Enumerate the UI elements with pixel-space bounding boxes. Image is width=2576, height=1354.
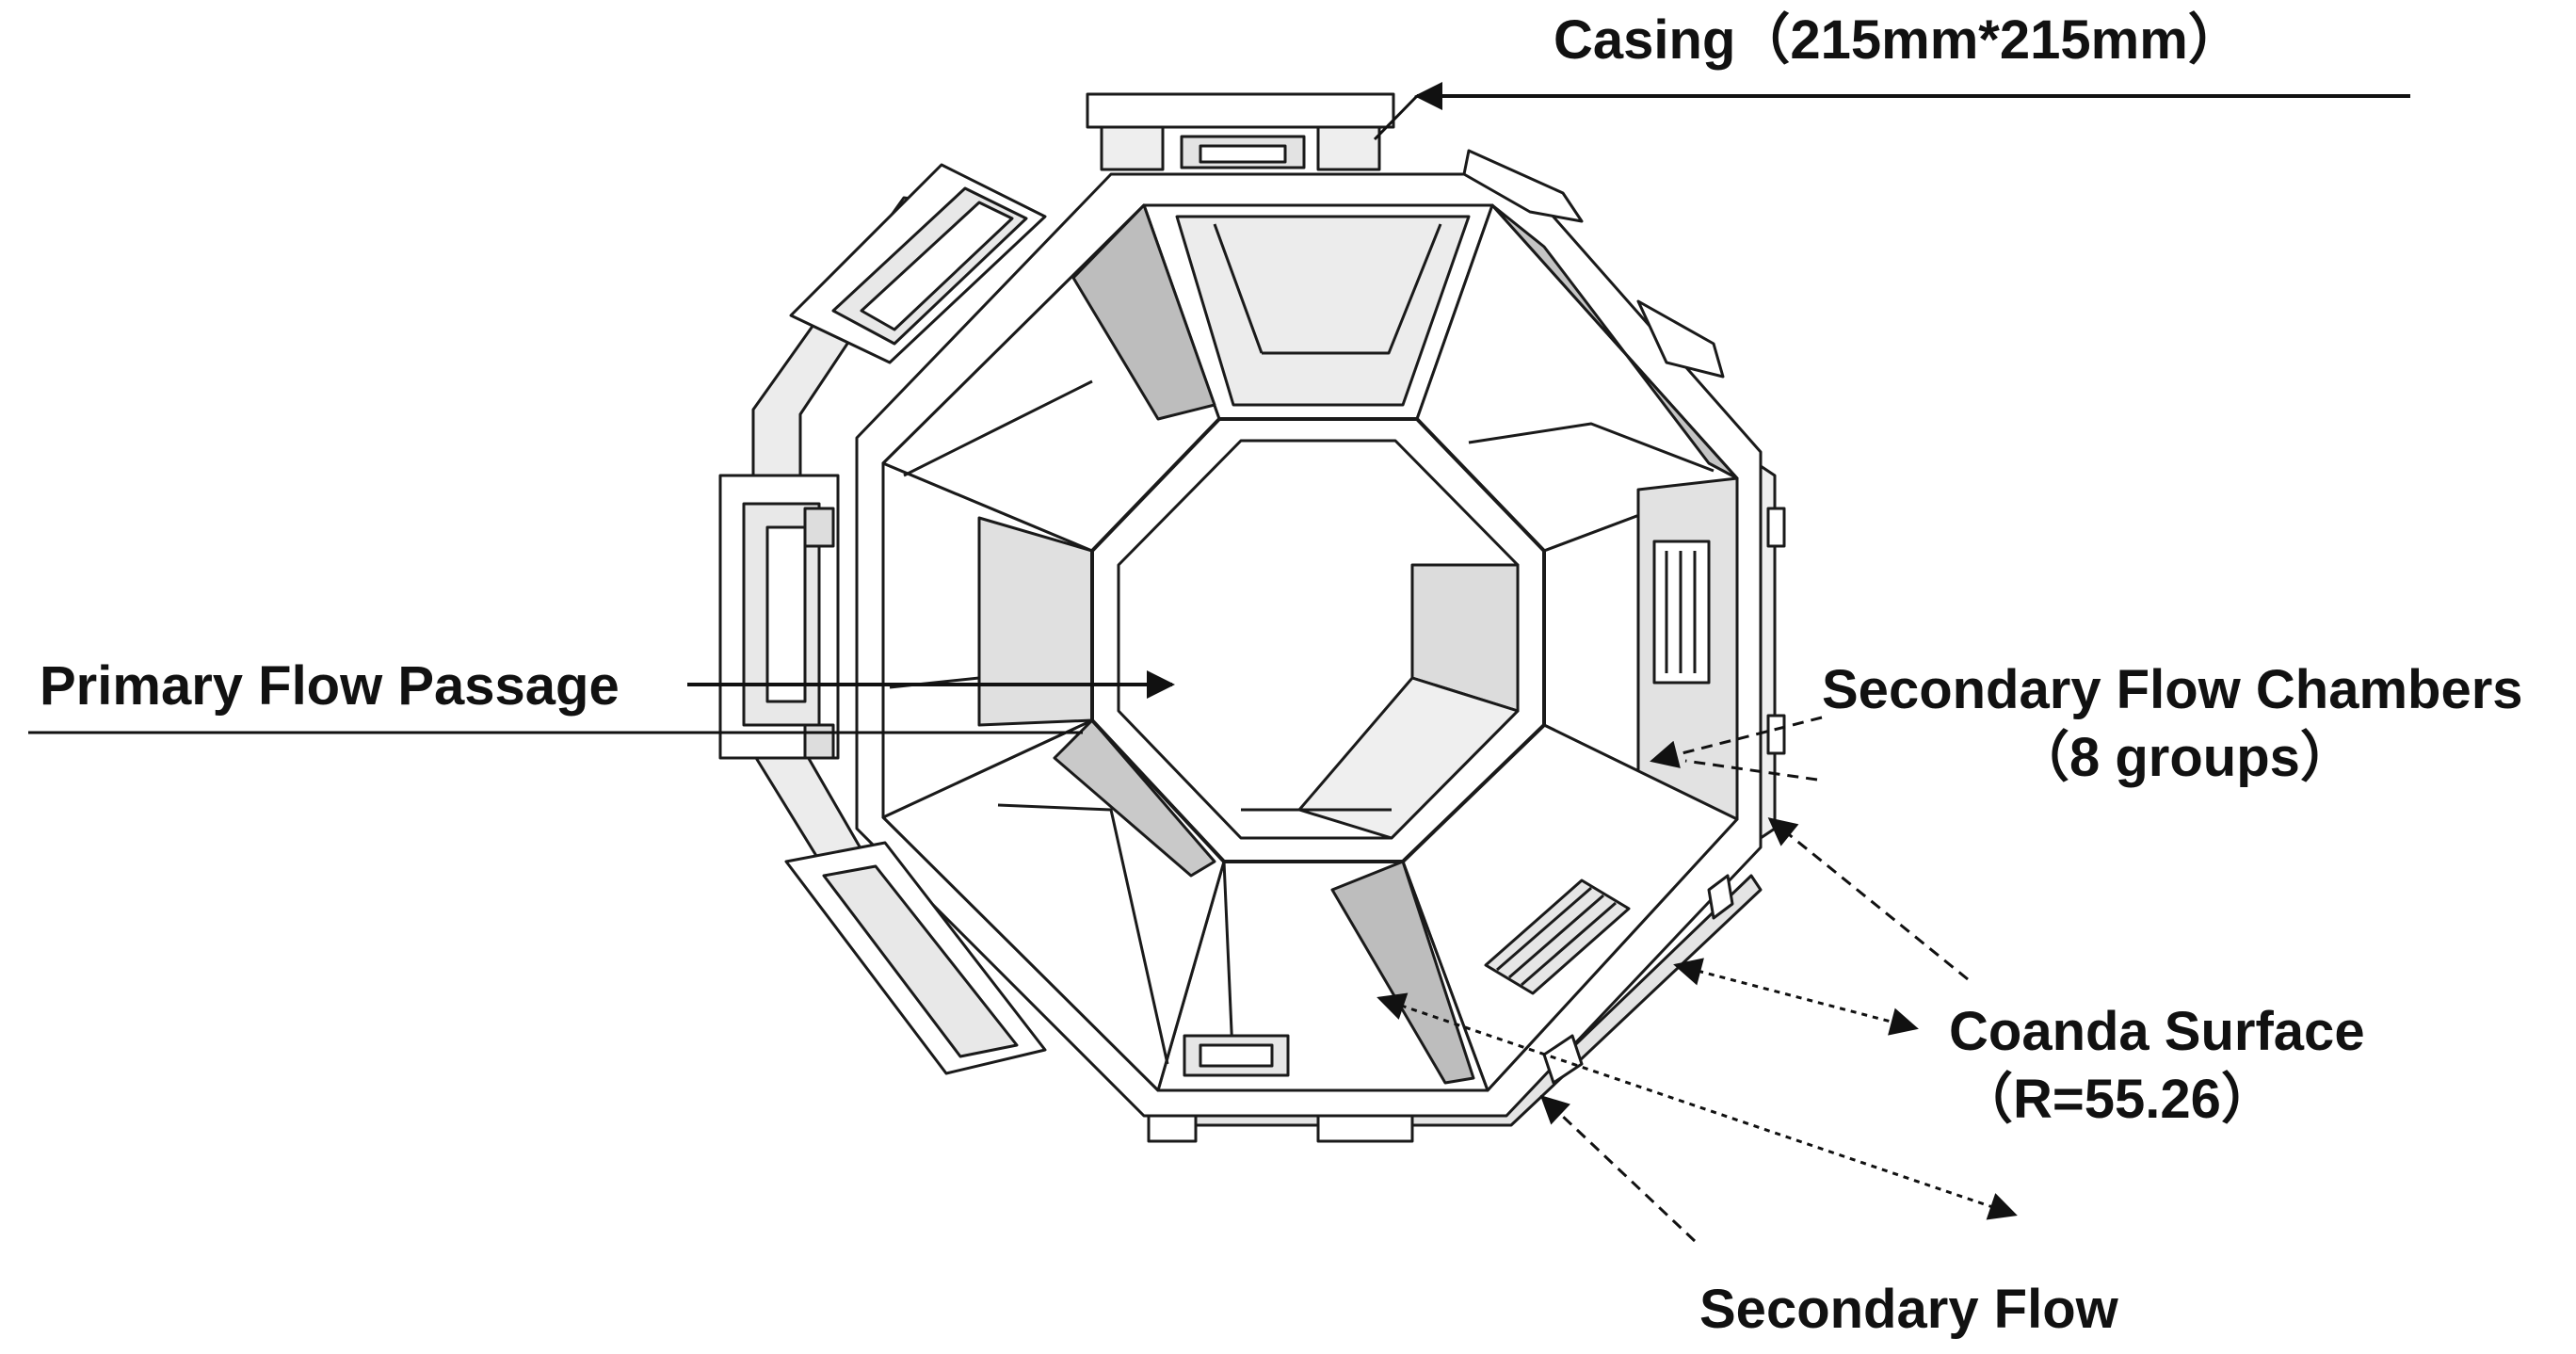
coanda-leader-1	[1767, 817, 1969, 981]
casing-leader-tail	[1373, 94, 1419, 141]
chamber-top-inner	[1175, 215, 1471, 407]
coanda-radius: （R=55.26）	[1958, 1069, 2276, 1130]
secondary-flow-leader-2	[1539, 1094, 1697, 1243]
clip-top	[1086, 92, 1395, 171]
chamber-top-left-shade	[1071, 203, 1216, 421]
chamber-top-right-shade	[1490, 203, 1739, 480]
clip-bottom-left	[784, 841, 1047, 1075]
secondary-chambers-label: Secondary Flow Chambers	[1822, 659, 2523, 720]
chamber-top-fold	[1262, 223, 1442, 355]
nozzle-body	[718, 92, 1786, 1143]
annotation-lines	[28, 82, 2410, 1243]
clip-left	[718, 474, 840, 760]
coanda-label: Coanda Surface	[1949, 1001, 2365, 1062]
secondary-flow-label: Secondary Flow	[1699, 1279, 2119, 1340]
chamber-left-wall	[977, 516, 1094, 727]
casing-label: Casing（215mm*215mm）	[1554, 9, 2243, 71]
secondary-chambers-leader	[1650, 716, 1823, 768]
primary-flow-wall-bottom	[1297, 676, 1520, 840]
clip-top-right	[1462, 149, 1725, 379]
clip-top-left	[789, 163, 1047, 364]
coanda-leader-2	[1673, 958, 1919, 1036]
secondary-chambers-count: （8 groups）	[2015, 727, 2355, 788]
primary-flow-label: Primary Flow Passage	[40, 655, 620, 717]
chamber-bottom-right-slot	[1484, 878, 1631, 995]
clip-right	[1707, 507, 1786, 920]
